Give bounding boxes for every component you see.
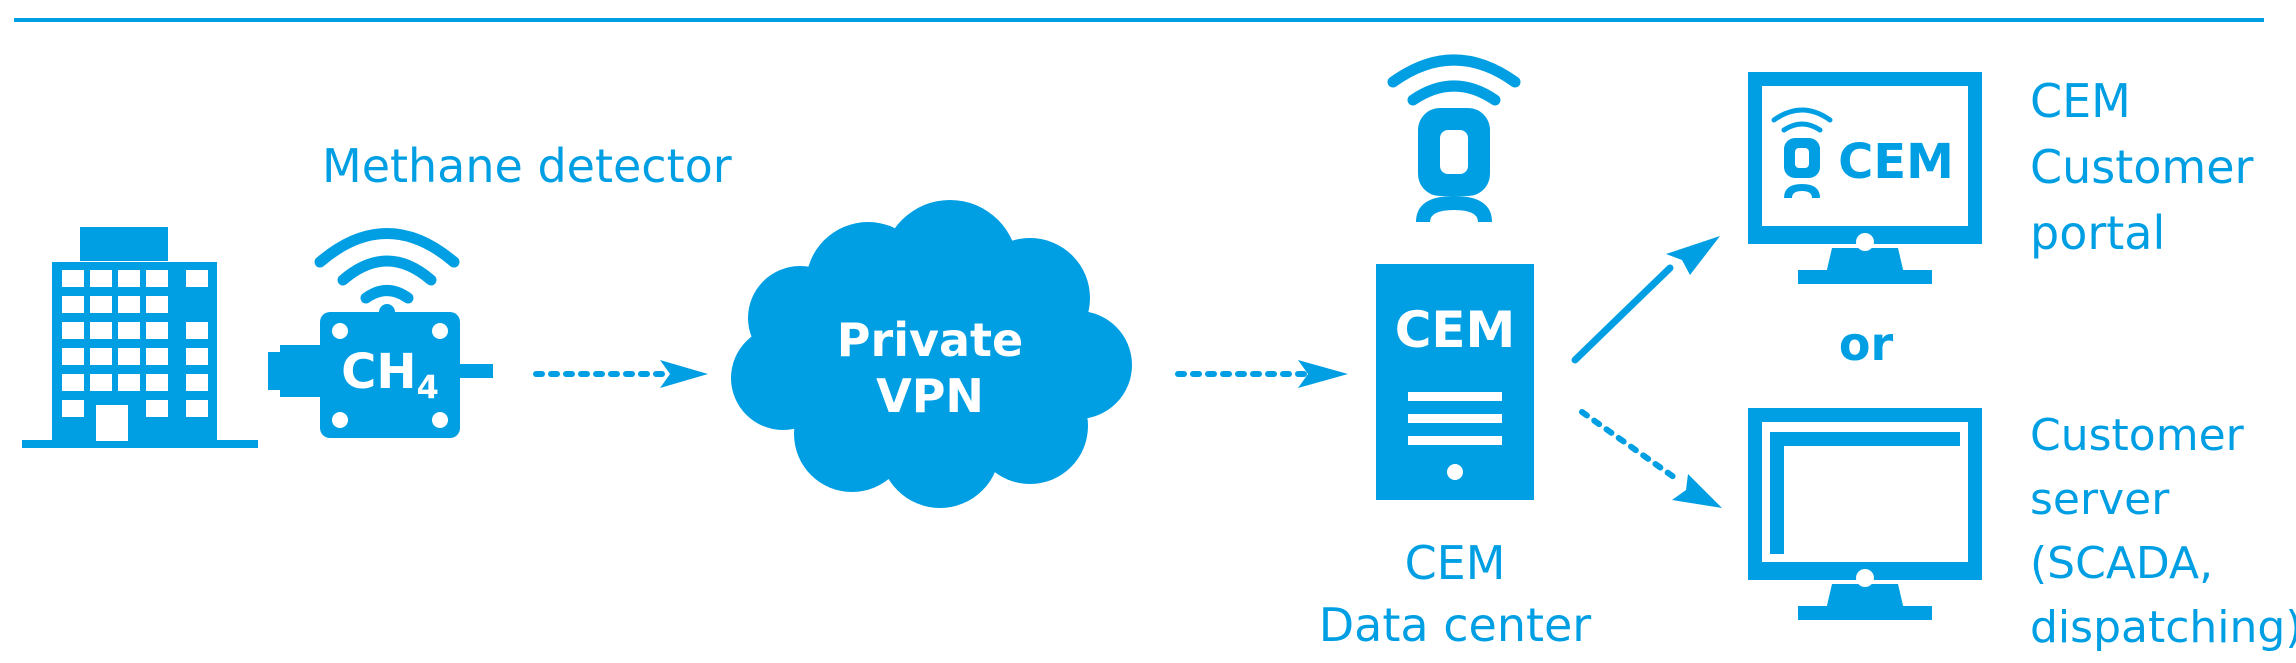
data-center-caption-line1: CEM bbox=[1404, 536, 1506, 590]
customer-server-caption: Customer server (SCADA, dispatching) bbox=[2030, 404, 2296, 660]
customer-server-monitor-icon bbox=[1748, 408, 1982, 620]
portal-caption-line3: portal bbox=[2030, 206, 2166, 260]
data-center-caption: CEM Data center bbox=[1300, 532, 1610, 656]
customer-server-caption-line4: dispatching) bbox=[2030, 602, 2296, 653]
ch4-subscript: 4 bbox=[416, 368, 439, 407]
vpn-line2: VPN bbox=[876, 369, 984, 423]
wireless-signal-icon bbox=[314, 228, 460, 304]
portal-caption-line1: CEM bbox=[2030, 74, 2131, 128]
portal-monitor-icon bbox=[1748, 72, 1982, 284]
server-tower-icon bbox=[1376, 264, 1534, 500]
portal-caption: CEM Customer portal bbox=[2030, 68, 2253, 266]
portal-caption-line2: Customer bbox=[2030, 140, 2254, 194]
customer-server-caption-line2: server bbox=[2030, 474, 2170, 525]
datacenter-wireless-icon bbox=[1387, 54, 1521, 106]
methane-detector-title: Methane detector bbox=[322, 139, 732, 193]
methane-detector-icon bbox=[268, 312, 493, 438]
dotted-arrow-vpn-to-datacenter bbox=[1175, 360, 1348, 388]
vpn-label: Private VPN bbox=[800, 312, 1060, 424]
vpn-line1: Private bbox=[836, 313, 1024, 367]
antenna-icon bbox=[1416, 108, 1492, 222]
dotted-arrow-detector-to-vpn bbox=[533, 360, 708, 388]
dotted-arrow-to-customer-server bbox=[1579, 409, 1722, 508]
or-label: or bbox=[1839, 317, 1894, 371]
ch4-label: CH4 bbox=[320, 344, 460, 416]
building-windows bbox=[62, 270, 208, 441]
top-divider bbox=[14, 18, 2264, 22]
server-brand: CEM bbox=[1395, 301, 1516, 359]
customer-server-caption-line1: Customer bbox=[2030, 410, 2244, 461]
ch4-main: CH bbox=[341, 344, 417, 400]
portal-screen-brand: CEM bbox=[1838, 134, 1954, 190]
cloud-icon bbox=[731, 200, 1132, 508]
customer-server-caption-line3: (SCADA, bbox=[2030, 538, 2214, 589]
data-center-caption-line2: Data center bbox=[1318, 598, 1592, 652]
arrow-to-portal bbox=[1571, 236, 1720, 364]
